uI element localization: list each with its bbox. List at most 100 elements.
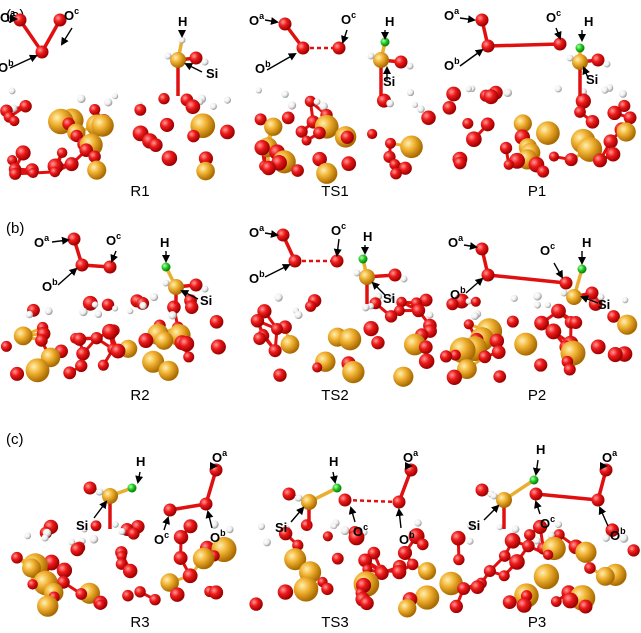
reacting-h-atom xyxy=(575,43,585,53)
surface-o-atom xyxy=(524,529,536,541)
si-h-atom xyxy=(560,289,568,297)
h-arrow xyxy=(329,471,338,484)
ob-label: Ob xyxy=(450,285,466,302)
hydroxyl-o-atom xyxy=(388,268,402,282)
surface-o-atom xyxy=(603,134,618,149)
surface-o-atom xyxy=(210,339,226,355)
h-arrow xyxy=(532,459,541,476)
si-label: Si xyxy=(275,520,287,535)
surface-o-atom xyxy=(385,137,396,149)
hydroxyl-h-atom xyxy=(406,62,414,70)
surface-o-atom xyxy=(27,167,39,179)
si-arrow xyxy=(483,504,500,521)
surface-o-atom xyxy=(442,100,457,115)
surface-o-atom xyxy=(605,147,621,162)
surface-o-atom xyxy=(623,111,637,125)
surface-si-atom xyxy=(158,360,179,381)
ob-arrow xyxy=(459,48,484,67)
surface-o-atom xyxy=(574,106,586,118)
si-label: Si xyxy=(76,518,88,533)
hydroxyl-h-atom xyxy=(597,293,605,301)
surface-o-atom xyxy=(569,316,583,329)
surface-o-atom xyxy=(478,350,492,364)
surface-o-atom xyxy=(182,568,198,584)
surface-o-atom xyxy=(301,135,312,146)
panel-letter-b: (b) xyxy=(6,220,24,237)
surface-h-atom xyxy=(465,85,472,93)
si-label: Si xyxy=(586,72,598,87)
surface-o-atom xyxy=(15,145,31,161)
si-label: Si xyxy=(200,293,212,308)
si-atom xyxy=(572,54,588,70)
surface-o-atom xyxy=(56,562,73,578)
hydroxyl-o-atom xyxy=(189,278,203,292)
hydroxyl-o-atom xyxy=(585,286,599,300)
surface-slab xyxy=(0,87,235,181)
surface-o-atom xyxy=(187,129,200,143)
h-label: H xyxy=(536,442,545,457)
reacting-h-atom xyxy=(380,37,390,47)
surface-h-atom xyxy=(281,90,289,98)
surface-o-atom xyxy=(562,592,579,609)
surface-o-atom xyxy=(585,114,600,129)
surface-slab xyxy=(254,87,436,184)
oc-atom xyxy=(330,254,344,268)
surface-o-atom xyxy=(575,93,591,109)
surface-o-atom xyxy=(470,580,485,594)
surface-o-atom xyxy=(453,553,465,566)
surface-o-atom xyxy=(90,520,102,532)
surface-o-atom xyxy=(363,321,379,337)
caption-r2: R2 xyxy=(130,387,149,404)
ob-atom xyxy=(591,493,605,507)
oa-arrow xyxy=(264,230,279,238)
surface-o-atom xyxy=(418,340,433,355)
surface-si-atom xyxy=(513,114,532,133)
surface-o-atom xyxy=(72,332,87,346)
oc-arrow xyxy=(162,516,170,531)
hydroxyl-o-atom xyxy=(394,55,408,69)
surface-h-atom xyxy=(168,311,177,320)
surface-o-atom xyxy=(453,156,467,170)
surface-o-atom xyxy=(499,141,513,155)
si-atom xyxy=(566,289,582,305)
surface-h-atom xyxy=(111,93,119,100)
surface-o-atom xyxy=(348,529,365,546)
oa-atom xyxy=(475,13,489,27)
surface-o-atom xyxy=(592,153,607,168)
surface-o-atom xyxy=(173,529,189,545)
surface-h-atom xyxy=(41,534,49,542)
ob-atom xyxy=(481,268,495,282)
surface-h-atom xyxy=(24,532,32,540)
surface-o-atom xyxy=(446,86,462,102)
surface-h-atom xyxy=(406,88,415,97)
reacting-h-atom xyxy=(127,483,137,493)
surface-o-atom xyxy=(305,300,317,312)
caption-ts3: TS3 xyxy=(321,614,349,631)
surface-o-atom xyxy=(278,526,293,541)
si-h-atom xyxy=(162,279,170,287)
reacting-h-atom xyxy=(332,483,342,493)
surface-o-atom xyxy=(607,310,620,323)
surface-o-atom xyxy=(493,370,507,383)
surface-o-atom xyxy=(396,296,407,308)
oa-atom xyxy=(278,17,292,31)
surface-h-atom xyxy=(601,86,609,94)
si-arrow xyxy=(290,506,305,523)
surface-h-atom xyxy=(118,527,126,536)
surface-o-atom xyxy=(457,582,471,596)
si-h-atom xyxy=(96,488,104,496)
surface-o-atom xyxy=(0,340,12,352)
oa-label: Oa xyxy=(249,11,265,28)
si-atom xyxy=(373,52,389,68)
surface-h-atom xyxy=(510,294,518,302)
surface-si-atom xyxy=(617,314,638,335)
surface-o-atom xyxy=(502,595,517,610)
surface-o-atom xyxy=(390,167,402,180)
surface-o-atom xyxy=(183,351,195,363)
surface-o-atom xyxy=(491,345,506,360)
caption-ts1: TS1 xyxy=(321,183,349,200)
oa-label: Oa xyxy=(448,233,464,250)
ob-oc-bond xyxy=(344,498,400,504)
surface-o-atom xyxy=(183,519,198,534)
